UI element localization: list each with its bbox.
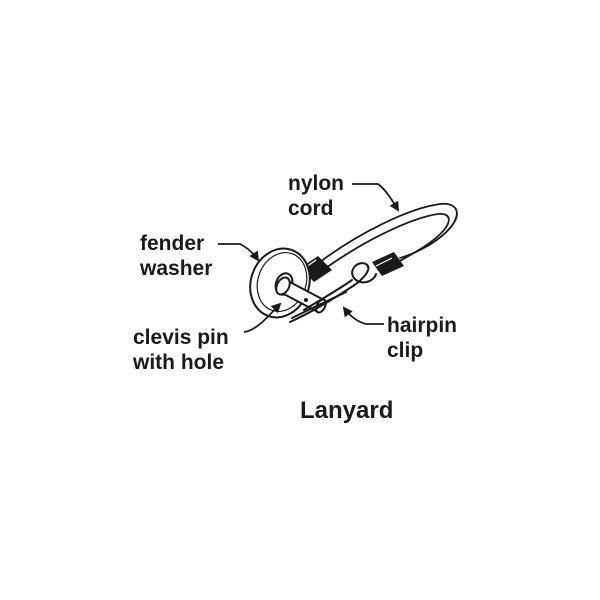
- nylon-cord-leader: [352, 183, 400, 212]
- fender-washer-label: fender washer: [140, 231, 212, 281]
- clevis-pin-label-line2: with hole: [133, 351, 224, 374]
- hairpin-clip-leader: [342, 306, 384, 325]
- hairpin-clip-label-line2: clip: [387, 339, 424, 362]
- cord-crimp-right: [372, 252, 404, 276]
- hairpin-clip-label-line1: hairpin: [387, 314, 458, 337]
- fender-washer-label-line2: washer: [140, 257, 213, 280]
- clevis-pin-leader: [243, 302, 282, 333]
- hairpin-clip-label: hairpin clip: [387, 313, 457, 363]
- fender-washer-label-line1: fender: [140, 232, 205, 255]
- nylon-cord: [319, 202, 458, 271]
- nylon-cord-label-line1: nylon: [288, 172, 344, 195]
- hairpin-clip: [289, 262, 377, 323]
- diagram-caption: Lanyard: [300, 397, 394, 424]
- clevis-pin-label: clevis pin with hole: [133, 325, 229, 375]
- clevis-pin-label-line1: clevis pin: [133, 326, 229, 349]
- fender-washer-leader: [218, 243, 260, 262]
- nylon-cord-label-line2: cord: [288, 197, 334, 220]
- nylon-cord-label: nylon cord: [288, 171, 344, 221]
